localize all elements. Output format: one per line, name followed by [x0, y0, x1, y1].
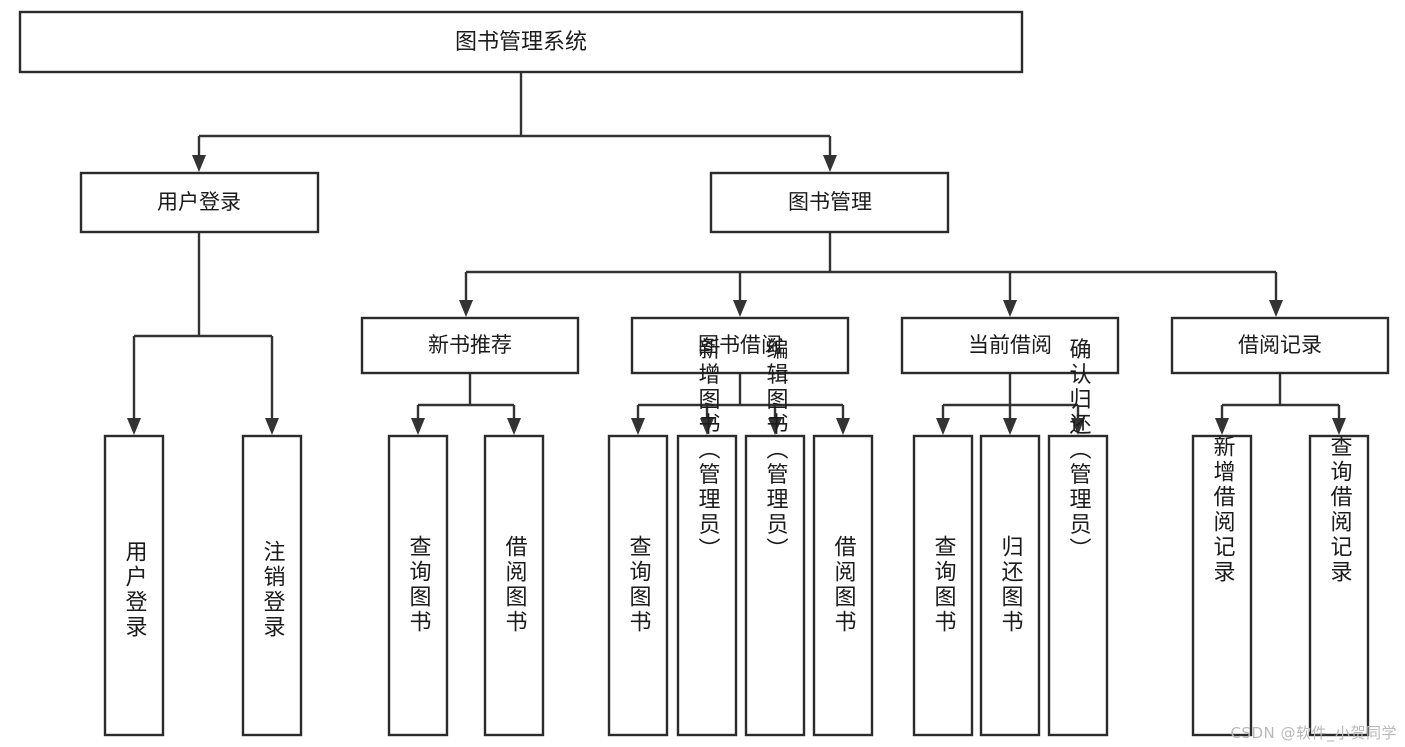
- node-records-label: 借阅记录: [1238, 333, 1322, 357]
- node-records-2[interactable]: 查询借阅记录: [1308, 434, 1370, 737]
- arrow-login-to-leaf1: [127, 418, 141, 435]
- connector-group-records: [1215, 373, 1346, 435]
- node-borrow-3-label: 编辑图书（管理员）: [763, 338, 789, 563]
- arrow-borrow-to-leaf4: [836, 418, 850, 435]
- node-login-2-label: 注销登录: [260, 540, 286, 640]
- arrow-current-to-leaf1: [936, 418, 950, 435]
- node-current-2[interactable]: 归还图书: [979, 434, 1041, 737]
- node-current[interactable]: 当前借阅: [900, 316, 1120, 375]
- node-login-1-box[interactable]: [103, 434, 165, 737]
- connector-group-login: [127, 232, 279, 435]
- watermark-text: CSDN @软件_小贺同学: [1230, 724, 1397, 742]
- node-records[interactable]: 借阅记录: [1170, 316, 1390, 375]
- node-root[interactable]: 图书管理系统: [18, 10, 1024, 74]
- arrow-records-to-leaf2: [1332, 418, 1346, 435]
- node-login-2-box[interactable]: [241, 434, 303, 737]
- node-current-box[interactable]: [900, 316, 1120, 375]
- node-newbook-2-box[interactable]: [483, 434, 545, 737]
- node-current-label: 当前借阅: [968, 333, 1052, 357]
- node-current-2-box[interactable]: [979, 434, 1041, 737]
- node-login-1[interactable]: 用户登录: [103, 434, 165, 737]
- arrow-newbook-to-leaf2: [507, 418, 521, 435]
- arrow-login-to-leaf2: [265, 418, 279, 435]
- node-newbook-1[interactable]: 查询图书: [387, 434, 449, 737]
- connector-group-root: [192, 72, 837, 172]
- node-login-2[interactable]: 注销登录: [241, 434, 303, 737]
- arrow-borrow-to-leaf1: [631, 418, 645, 435]
- node-records-1-label: 新增借阅记录: [1210, 435, 1236, 585]
- connector-group-bookmgmt: [459, 232, 1283, 317]
- arrow-bookmgmt-to-current: [1003, 300, 1017, 317]
- arrow-root-to-login: [192, 155, 206, 172]
- node-current-1-box[interactable]: [912, 434, 974, 737]
- node-current-1-label: 查询图书: [931, 535, 957, 635]
- node-bookmgmt-box[interactable]: [709, 171, 950, 234]
- node-login-1-label: 用户登录: [122, 540, 148, 640]
- node-records-1[interactable]: 新增借阅记录: [1191, 434, 1253, 737]
- node-current-2-label: 归还图书: [998, 535, 1024, 635]
- node-borrow-1-label: 查询图书: [626, 535, 652, 635]
- node-borrow-4-box[interactable]: [812, 434, 874, 737]
- node-borrow-box[interactable]: [630, 316, 850, 375]
- node-records-2-label: 查询借阅记录: [1327, 435, 1353, 585]
- node-newbook-1-box[interactable]: [387, 434, 449, 737]
- node-records-box[interactable]: [1170, 316, 1390, 375]
- arrow-borrow-to-leaf3: [768, 418, 782, 435]
- node-root-label: 图书管理系统: [455, 30, 587, 55]
- node-newbook-1-label: 查询图书: [406, 535, 432, 635]
- node-records-1-box[interactable]: [1191, 434, 1253, 737]
- node-current-1[interactable]: 查询图书: [912, 434, 974, 737]
- node-root-box[interactable]: [18, 10, 1024, 74]
- node-borrow-3-box[interactable]: [744, 434, 806, 737]
- arrow-current-to-leaf2: [1003, 418, 1017, 435]
- arrow-bookmgmt-to-borrow: [733, 300, 747, 317]
- node-newbook-2[interactable]: 借阅图书: [483, 434, 545, 737]
- node-borrow-1[interactable]: 查询图书: [607, 434, 669, 737]
- arrow-bookmgmt-to-records: [1269, 300, 1283, 317]
- arrow-newbook-to-leaf1: [411, 418, 425, 435]
- arrow-current-to-leaf3: [1071, 418, 1085, 435]
- node-login[interactable]: 用户登录: [79, 171, 320, 234]
- node-current-3-box[interactable]: [1047, 434, 1109, 737]
- node-borrow-2[interactable]: 新增图书（管理员）: [676, 338, 738, 737]
- node-borrow-4-label: 借阅图书: [831, 535, 857, 635]
- node-borrow-4[interactable]: 借阅图书: [812, 434, 874, 737]
- node-bookmgmt-label: 图书管理: [788, 190, 872, 214]
- connector-group-current: [936, 373, 1085, 435]
- node-borrow-1-box[interactable]: [607, 434, 669, 737]
- node-newbook-2-label: 借阅图书: [502, 535, 528, 635]
- node-newbook-label: 新书推荐: [428, 333, 512, 357]
- node-borrow[interactable]: 图书借阅: [630, 316, 850, 375]
- node-current-3[interactable]: 确认归还（管理员）: [1047, 338, 1109, 737]
- node-borrow-2-box[interactable]: [676, 434, 738, 737]
- node-login-label: 用户登录: [157, 190, 241, 214]
- node-borrow-3[interactable]: 编辑图书（管理员）: [744, 338, 806, 737]
- arrow-root-to-bookmgmt: [823, 155, 837, 172]
- arrow-bookmgmt-to-newbook: [459, 300, 473, 317]
- connector-group-newbook: [411, 373, 521, 435]
- node-newbook[interactable]: 新书推荐: [360, 316, 580, 375]
- node-borrow-2-label: 新增图书（管理员）: [695, 338, 721, 563]
- arrow-records-to-leaf1: [1215, 418, 1229, 435]
- node-login-box[interactable]: [79, 171, 320, 234]
- node-current-3-label: 确认归还（管理员）: [1066, 338, 1092, 563]
- node-newbook-box[interactable]: [360, 316, 580, 375]
- node-bookmgmt[interactable]: 图书管理: [709, 171, 950, 234]
- connector-group-borrow: [631, 373, 850, 435]
- node-records-2-box[interactable]: [1308, 434, 1370, 737]
- node-borrow-label: 图书借阅: [698, 333, 782, 357]
- arrow-borrow-to-leaf2: [700, 418, 714, 435]
